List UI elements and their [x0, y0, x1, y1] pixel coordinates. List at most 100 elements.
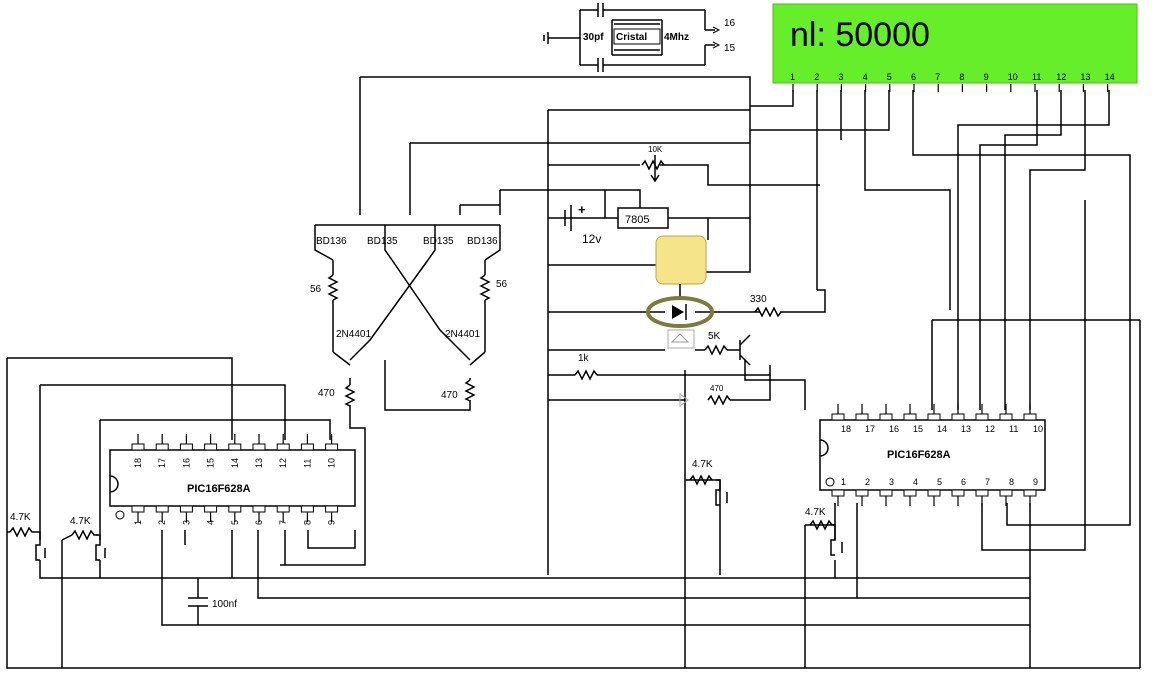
- chip-pin-pad: [131, 505, 145, 513]
- lcd-pin-label: 6: [911, 72, 916, 82]
- chip-pin-pad: [999, 413, 1013, 421]
- lcd-pin-label: 14: [1105, 72, 1115, 82]
- label-bd136-right: BD136: [467, 236, 498, 247]
- chip-pin-pad: [204, 505, 218, 513]
- resistor-470-right: [464, 379, 476, 402]
- label-12v: 12v: [582, 232, 601, 246]
- resistor-5k: [704, 344, 728, 356]
- lcd-pin-label: 5: [887, 72, 892, 82]
- chip-bottom-pin-label: 6: [254, 520, 264, 525]
- chip-left-label: PIC16F628A: [187, 483, 251, 495]
- lcd-pin-label: 9: [984, 72, 989, 82]
- chip-pin-pad: [855, 489, 869, 497]
- wiring: [6, 76, 1141, 669]
- chip-right-label: PIC16F628A: [887, 449, 951, 461]
- chip-pin-pad: [855, 413, 869, 421]
- chip-pin-pad: [276, 505, 290, 513]
- label-7805: 7805: [625, 214, 649, 226]
- label-r470-led: 470: [710, 384, 724, 393]
- chip-bottom-pin-label: 7: [985, 477, 990, 487]
- crystal-cap-label: 30pf: [583, 32, 604, 43]
- label-r5k: 5K: [708, 331, 721, 342]
- led-highlight-ring: [646, 296, 714, 328]
- chip-bottom-pin-label: 4: [206, 520, 216, 525]
- status-led-icon: [679, 393, 689, 407]
- capacitor-100nf: 100nf: [188, 597, 237, 610]
- chip-pin-pad: [927, 413, 941, 421]
- lcd-pin-label: 7: [935, 72, 940, 82]
- chip-pin-pad: [927, 489, 941, 497]
- lcd-readout: nl: 50000: [790, 16, 930, 54]
- chip-top-pin-label: 11: [1009, 424, 1018, 434]
- chip-bottom-pin-label: 3: [889, 477, 894, 487]
- opto-coupler: [667, 329, 695, 349]
- crystal-name: Cristal: [616, 32, 647, 43]
- chip-top-pin-label: 15: [206, 458, 216, 468]
- resistor-47k-a: [9, 526, 36, 538]
- chip-top-pin-label: 10: [1033, 424, 1043, 434]
- label-r47-d: 4.7K: [805, 507, 826, 518]
- chip-bottom-pin-label: 4: [913, 477, 918, 487]
- transistor-labels: BD136 BD135 BD135 BD136 2N4401 2N4401: [316, 236, 498, 340]
- label-r1k: 1k: [578, 353, 590, 364]
- chip-top-pin-label: 12: [985, 424, 995, 434]
- chip-pin-pad: [975, 413, 989, 421]
- label-r470-right: 470: [441, 390, 458, 401]
- chip-bottom-pin-label: 2: [865, 477, 870, 487]
- battery-plus: +: [578, 202, 586, 217]
- chip-pin-pad: [879, 489, 893, 497]
- lcd-pin-label: 8: [959, 72, 964, 82]
- lcd-pin-label: 10: [1008, 72, 1018, 82]
- chip-bottom-pin-label: 2: [157, 520, 167, 525]
- label-r47-c: 4.7K: [692, 459, 713, 470]
- resistor-47k-d: [809, 519, 833, 531]
- regulator-7805: [617, 207, 669, 229]
- chip-top-pin-label: 13: [961, 424, 971, 434]
- resistor-47k-c: [689, 474, 713, 486]
- label-r47-a: 4.7K: [10, 512, 31, 523]
- chip-top-pin-label: 10: [327, 458, 337, 468]
- chip-bottom-pin-label: 1: [841, 477, 846, 487]
- opto-section: [646, 235, 751, 407]
- label-2n4401-left: 2N4401: [336, 329, 371, 340]
- lcd-pin-label: 11: [1032, 72, 1041, 82]
- chip-top-pin-label: 17: [157, 458, 167, 468]
- chip-pin-pad: [300, 443, 314, 451]
- lcd-pin-label: 3: [838, 72, 843, 82]
- chip-bottom-pin-label: 5: [937, 477, 942, 487]
- label-2n4401-right: 2N4401: [445, 329, 480, 340]
- label-r47-b: 4.7K: [70, 516, 91, 527]
- chip-pin-pad: [1023, 489, 1037, 497]
- chip-top-pin-label: 17: [865, 424, 875, 434]
- chip-top-pin-label: 16: [181, 458, 191, 468]
- label-bd135-b: BD135: [423, 236, 454, 247]
- chip-pin-pad: [204, 443, 218, 451]
- chip-bottom-pin-label: 9: [327, 520, 337, 525]
- push-buttons: [35, 479, 843, 561]
- chip-bottom-pin-label: 8: [1009, 477, 1014, 487]
- label-bd135-a: BD135: [367, 236, 398, 247]
- label-r330: 330: [750, 294, 767, 305]
- resistor-47k-b: [71, 529, 98, 541]
- chip-pin-pad: [179, 505, 193, 513]
- chip-bottom-pin-label: 8: [302, 520, 312, 525]
- chip-bottom-pin-label: 9: [1033, 477, 1038, 487]
- label-r56-left: 56: [310, 284, 322, 295]
- label-c100: 100nf: [212, 599, 237, 610]
- chip-top-pin-label: 12: [278, 458, 288, 468]
- resistor-1k: [574, 369, 598, 381]
- chip-pin-pad: [155, 505, 169, 513]
- chip-bottom-pin-label: 6: [961, 477, 966, 487]
- lcd-screen: [772, 3, 1138, 84]
- label-10k: 10K: [648, 145, 663, 154]
- chip-pin-pad: [903, 489, 917, 497]
- chip-top-pin-label: 14: [230, 458, 240, 468]
- label-bd136-left: BD136: [316, 236, 347, 247]
- chip-pin-pad: [155, 443, 169, 451]
- chip-pin-pad: [951, 413, 965, 421]
- led-diode-icon: [672, 305, 684, 319]
